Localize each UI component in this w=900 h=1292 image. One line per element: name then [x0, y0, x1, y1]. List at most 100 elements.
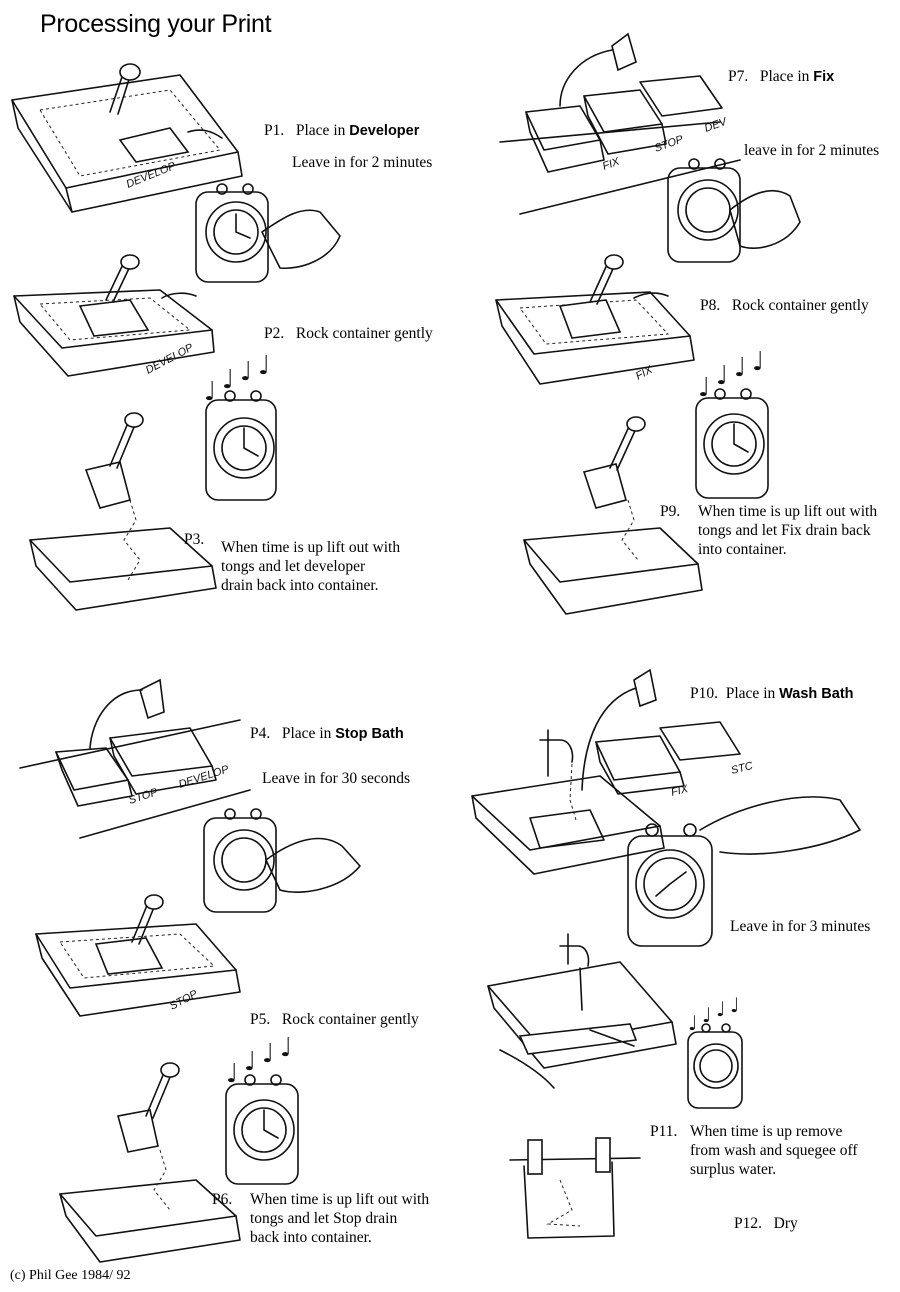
music-note-icon: ♩ — [280, 1033, 292, 1063]
music-note-icon: ♩ — [244, 1047, 256, 1077]
step-number: P8. — [700, 297, 721, 314]
step-line: into container. — [698, 541, 787, 558]
step-p2: P2. Rock container gently — [264, 324, 433, 343]
step-p11: P11. When time is up remove from wash an… — [650, 1122, 858, 1179]
step-line: tongs and let Fix drain back — [698, 522, 871, 539]
step-p1: P1. Place in Developer — [264, 121, 419, 141]
music-note-icon: ♩ — [226, 1059, 238, 1089]
step-text: Dry — [773, 1215, 798, 1232]
step-text: Place in — [295, 122, 350, 139]
step-chemical: Developer — [349, 123, 420, 139]
music-note-icon: ♩ — [258, 351, 270, 381]
step-number: P7. — [728, 68, 749, 85]
fix-tray-p8-illustration: FIX — [495, 254, 695, 385]
step-number: P12. — [734, 1215, 762, 1232]
step-p4: P4. Place in Stop Bath — [250, 724, 404, 744]
step-number: P9. — [660, 503, 681, 520]
step-number: P5. — [250, 1011, 271, 1028]
step-p9: P9. When time is up lift out with tongs … — [660, 502, 877, 559]
step-p7-duration: leave in for 2 minutes — [744, 142, 880, 159]
music-note-icon: ♩ — [752, 347, 764, 377]
step-line: When time is up lift out with — [698, 503, 878, 520]
tray-label: STOP — [653, 133, 686, 155]
timer-p5-illustration: ♩ ♩ ♩ ♩ — [225, 1033, 299, 1185]
music-note-icon: ♩ — [204, 377, 216, 407]
stop-drain-p6-illustration — [59, 1062, 241, 1263]
fix-trays-p7-illustration: FIX STOP DEV — [499, 32, 741, 215]
developer-tray-p1-illustration: DEVELOP — [11, 63, 243, 213]
tray-label: FIX — [601, 155, 622, 172]
step-text: Place in — [281, 725, 336, 742]
tray-label: STC — [730, 760, 754, 777]
step-line: When time is up lift out with — [221, 539, 401, 556]
step-number: P10. — [690, 685, 718, 702]
tray-label: DEVELOP — [144, 341, 196, 376]
step-p1-duration: Leave in for 2 minutes — [292, 154, 433, 171]
step-line: surplus water. — [690, 1161, 777, 1178]
step-number: P1. — [264, 122, 285, 139]
step-number: P3. — [184, 531, 205, 548]
wash-squeegee-p11-illustration — [487, 933, 677, 1089]
fix-drain-p9-illustration — [523, 416, 703, 615]
tray-label: DEV — [703, 115, 730, 135]
step-number: P2. — [264, 325, 285, 342]
step-chemical: Fix — [813, 69, 835, 85]
tray-label: DEVELOP — [125, 160, 178, 191]
step-text: Place in — [759, 68, 814, 85]
timer-p8-illustration: ♩ ♩ ♩ ♩ — [695, 347, 769, 499]
music-note-icon: ♩ — [702, 1003, 711, 1027]
step-chemical: Wash Bath — [779, 686, 854, 702]
step-text: Rock container gently — [731, 297, 869, 314]
music-note-icon: ♩ — [734, 353, 746, 383]
step-p7: P7. Place in Fix — [728, 67, 834, 87]
drying-print-p12-illustration — [509, 1137, 641, 1239]
timer-p7-illustration — [667, 158, 801, 263]
developer-tray-p2-illustration: DEVELOP — [13, 254, 215, 377]
step-p5: P5. Rock container gently — [250, 1010, 419, 1029]
developer-drain-p3-illustration — [29, 412, 217, 611]
timer-p10-illustration — [627, 796, 861, 947]
step-p12: P12. Dry — [734, 1214, 798, 1233]
step-text: Place in — [725, 685, 780, 702]
music-note-icon: ♩ — [688, 1011, 697, 1035]
step-text: Rock container gently — [295, 325, 433, 342]
step-p4-duration: Leave in for 30 seconds — [262, 770, 411, 787]
step-number: P11. — [650, 1123, 678, 1140]
step-p6: P6. When time is up lift out with tongs … — [212, 1190, 429, 1247]
timer-p2-illustration: ♩ ♩ ♩ ♩ — [204, 351, 277, 501]
step-p10-duration: Leave in for 3 minutes — [730, 918, 871, 935]
step-line: When time is up lift out with — [250, 1191, 430, 1208]
wash-bath-sink-p10-illustration: FIX STC — [471, 668, 754, 875]
step-line: When time is up remove — [690, 1123, 843, 1140]
step-number: P4. — [250, 725, 271, 742]
music-note-icon: ♩ — [262, 1039, 274, 1069]
tray-label: FIX — [670, 783, 690, 799]
music-note-icon: ♩ — [240, 357, 252, 387]
step-number: P6. — [212, 1191, 233, 1208]
step-line: tongs and let Stop drain — [250, 1210, 398, 1227]
music-note-icon: ♩ — [716, 997, 725, 1021]
copyright-notice: (c) Phil Gee 1984/ 92 — [10, 1268, 131, 1283]
music-note-icon: ♩ — [222, 365, 234, 395]
step-p8: P8. Rock container gently — [700, 296, 869, 315]
page-title: Processing your Print — [40, 10, 272, 38]
step-chemical: Stop Bath — [335, 726, 404, 742]
step-p3: P3. When time is up lift out with tongs … — [184, 530, 400, 595]
music-note-icon: ♩ — [716, 361, 728, 391]
stop-bath-trays-p4-illustration: STOP DEVELOP — [19, 678, 251, 839]
tray-label: STOP — [168, 988, 200, 1013]
music-note-icon: ♩ — [698, 373, 710, 403]
step-p10: P10. Place in Wash Bath — [690, 684, 854, 704]
tray-label: STOP — [127, 786, 160, 807]
stop-bath-tray-p5-illustration: STOP — [35, 894, 241, 1017]
step-line: drain back into container. — [221, 577, 379, 594]
step-line: back into container. — [250, 1229, 372, 1246]
timer-p4-illustration — [203, 808, 361, 913]
timer-p11-illustration: ♩ ♩ ♩ ♩ — [687, 993, 743, 1109]
step-line: from wash and squegee off — [690, 1142, 858, 1159]
music-note-icon: ♩ — [730, 993, 739, 1017]
step-text: Rock container gently — [281, 1011, 419, 1028]
timer-p1-illustration — [195, 183, 341, 283]
step-line: tongs and let developer — [221, 558, 366, 575]
